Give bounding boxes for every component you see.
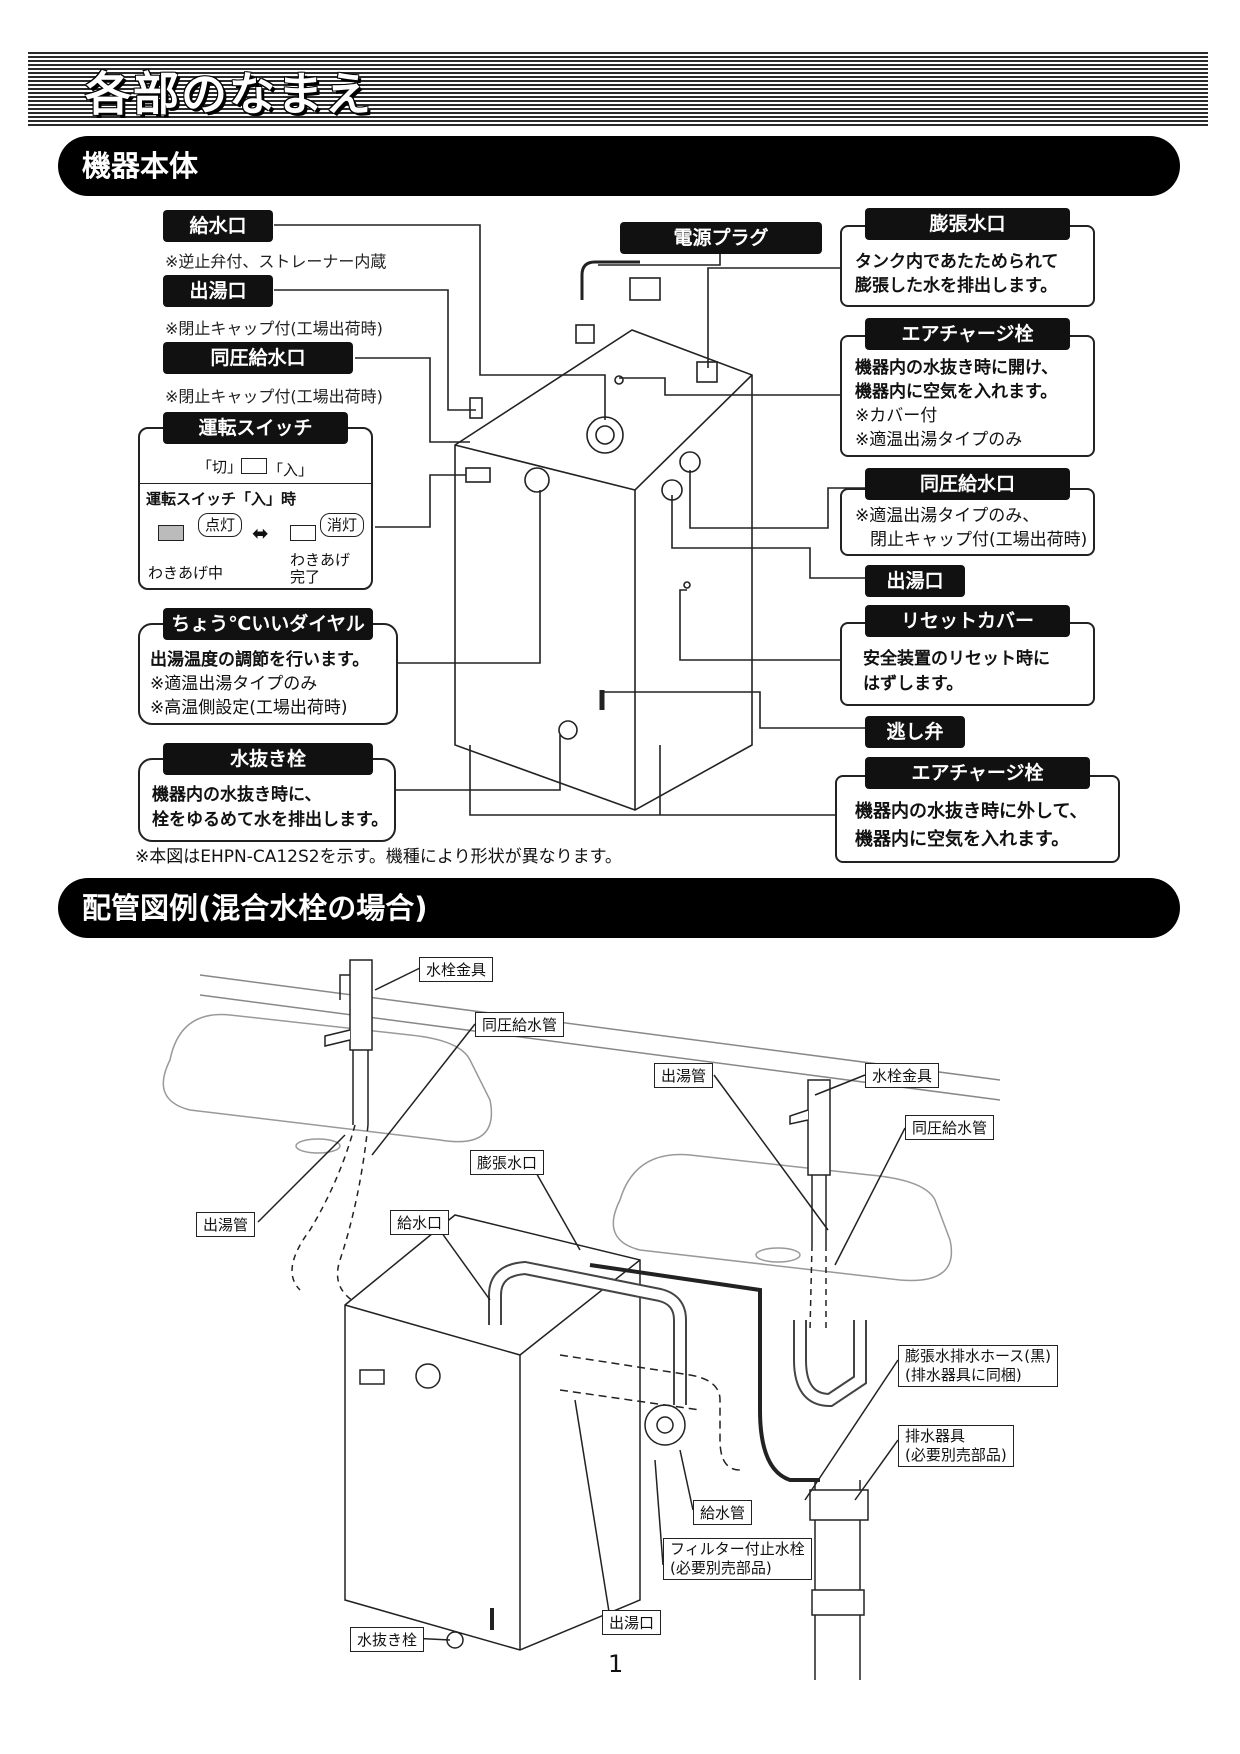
label-hot-pipe-right: 出湯管: [654, 1063, 714, 1088]
dial-line-1: 出湯温度の調節を行います。: [150, 650, 370, 670]
equal-pressure-2-line-2: 閉止キャップ付(工場出荷時): [870, 530, 1088, 550]
filter-valve-line-1: フィルター付止水栓: [670, 1540, 805, 1558]
label-filter-valve: フィルター付止水栓 (必要別売部品): [663, 1538, 812, 1580]
label-equal-pressure-pipe-right: 同圧給水管: [905, 1115, 995, 1140]
label-faucet-right: 水栓金具: [865, 1063, 940, 1088]
page-title: 各部のなまえ: [85, 67, 373, 121]
label-outlet-3: 出湯口: [602, 1610, 662, 1635]
equal-pressure-2-line-1: ※適温出湯タイプのみ、: [855, 506, 1040, 526]
label-power-plug: 電源プラグ: [620, 222, 822, 254]
label-equal-pressure-inlet-2: 同圧給水口: [865, 468, 1070, 500]
drain-fixture-line-2: (必要別売部品): [905, 1446, 1007, 1464]
label-relief-valve: 逃し弁: [865, 716, 965, 748]
heating-label: わきあげ中: [148, 564, 224, 582]
switch-divider: [138, 483, 373, 484]
air2-line-1: 機器内の水抜き時に外して、: [855, 801, 1088, 822]
switch-icon: [241, 458, 267, 474]
label-supply-pipe: 給水管: [693, 1500, 753, 1525]
label-drain-plug-2: 水抜き栓: [350, 1627, 425, 1652]
note-outlet: ※閉止キャップ付(工場出荷時): [165, 319, 383, 338]
lamp-lit-label: 点灯: [198, 513, 243, 537]
switch-on-title: 運転スイッチ「入」時: [146, 490, 297, 508]
title-band: [28, 52, 1208, 128]
note-equal-pressure-inlet: ※閉止キャップ付(工場出荷時): [165, 387, 383, 406]
label-expansion-port-2: 膨張水口: [470, 1150, 545, 1175]
air1-line-1: 機器内の水抜き時に開け、: [855, 358, 1059, 378]
page-number: 1: [608, 1650, 624, 1678]
label-air-charge-2: エアチャージ栓: [865, 757, 1090, 789]
label-air-charge-1: エアチャージ栓: [865, 318, 1070, 350]
model-footnote: ※本図はEHPN-CA12S2を示す。機種により形状が異なります。: [135, 847, 622, 867]
drain-line-2: 栓をゆるめて水を排出します。: [152, 810, 389, 830]
label-dial: ちょう℃いいダイヤル: [163, 608, 373, 640]
air1-line-2: 機器内に空気を入れます。: [855, 382, 1058, 402]
label-hot-pipe-left: 出湯管: [196, 1212, 256, 1237]
label-drain-fixture: 排水器具 (必要別売部品): [898, 1425, 1014, 1467]
expansion-line-1: タンク内であたためられて: [855, 252, 1059, 272]
section-header-unit: 機器本体: [58, 136, 1180, 196]
reset-line-2: はずします。: [863, 674, 964, 694]
label-outlet-2: 出湯口: [865, 565, 965, 597]
switch-box: [138, 427, 373, 590]
label-equal-pressure-inlet: 同圧給水口: [163, 342, 353, 374]
switch-off-state: 「切」: [197, 458, 243, 476]
label-faucet-left: 水栓金具: [419, 957, 494, 982]
label-switch: 運転スイッチ: [163, 412, 348, 444]
label-inlet: 給水口: [163, 210, 273, 242]
label-expansion-hose: 膨張水排水ホース(黒) (排水器具に同梱): [898, 1345, 1058, 1387]
lamp-lit-icon: [158, 525, 184, 541]
air-charge-box-1: [840, 335, 1095, 457]
label-drain: 水抜き栓: [163, 743, 373, 775]
reset-line-1: 安全装置のリセット時に: [863, 649, 1050, 669]
filter-valve-line-2: (必要別売部品): [670, 1559, 772, 1577]
expansion-hose-line-1: 膨張水排水ホース(黒): [905, 1347, 1051, 1365]
label-inlet-2: 給水口: [390, 1210, 450, 1235]
lamp-unlit-icon: [290, 525, 316, 541]
expansion-line-2: 膨張した水を排出します。: [855, 276, 1058, 296]
air1-line-3: ※カバー付: [855, 406, 938, 426]
note-inlet: ※逆止弁付、ストレーナー内蔵: [165, 252, 387, 271]
section-header-piping: 配管図例(混合水栓の場合): [58, 878, 1180, 938]
dial-line-3: ※高温側設定(工場出荷時): [150, 698, 348, 718]
air2-line-2: 機器内に空気を入れます。: [855, 829, 1070, 850]
label-reset-cover: リセットカバー: [865, 605, 1070, 637]
expansion-hose-line-2: (排水器具に同梱): [905, 1366, 1022, 1384]
label-outlet: 出湯口: [163, 275, 273, 307]
switch-on-state: 「入」: [268, 461, 314, 479]
drain-line-1: 機器内の水抜き時に、: [152, 785, 322, 805]
air1-line-4: ※適温出湯タイプのみ: [855, 430, 1023, 450]
heating-done-label-2: 完了: [290, 568, 321, 586]
label-equal-pressure-pipe-left: 同圧給水管: [475, 1012, 565, 1037]
dial-line-2: ※適温出湯タイプのみ: [150, 674, 318, 694]
label-expansion-port: 膨張水口: [865, 208, 1070, 240]
drain-fixture-line-1: 排水器具: [905, 1427, 966, 1445]
heating-done-label-1: わきあげ: [290, 551, 351, 569]
lamp-unlit-label: 消灯: [320, 513, 365, 537]
double-arrow-icon: ⬌: [252, 521, 269, 545]
